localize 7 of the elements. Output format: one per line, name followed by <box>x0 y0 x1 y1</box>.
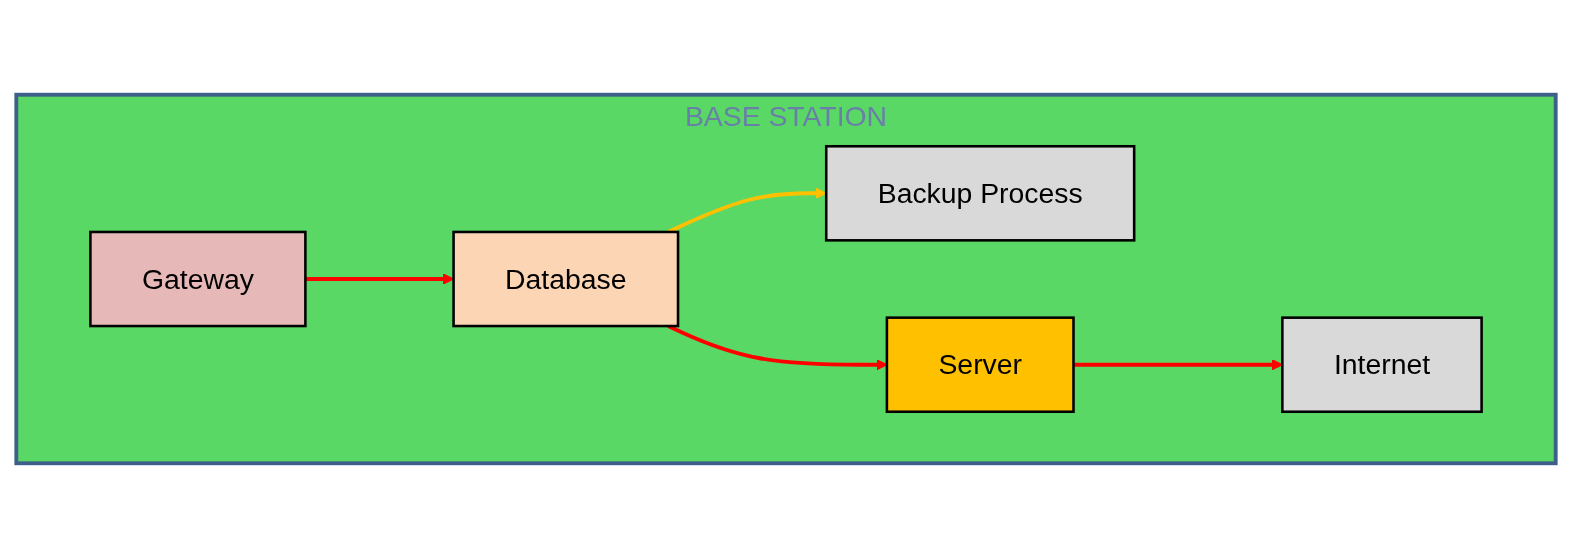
node-box: Backup Process <box>824 145 1136 242</box>
node-box: Internet <box>1281 316 1483 414</box>
arrow <box>667 187 827 234</box>
arrow <box>1073 359 1283 371</box>
node-box: Gateway <box>89 230 307 328</box>
node-box: Database <box>452 230 680 328</box>
node-box: Server <box>885 316 1075 414</box>
